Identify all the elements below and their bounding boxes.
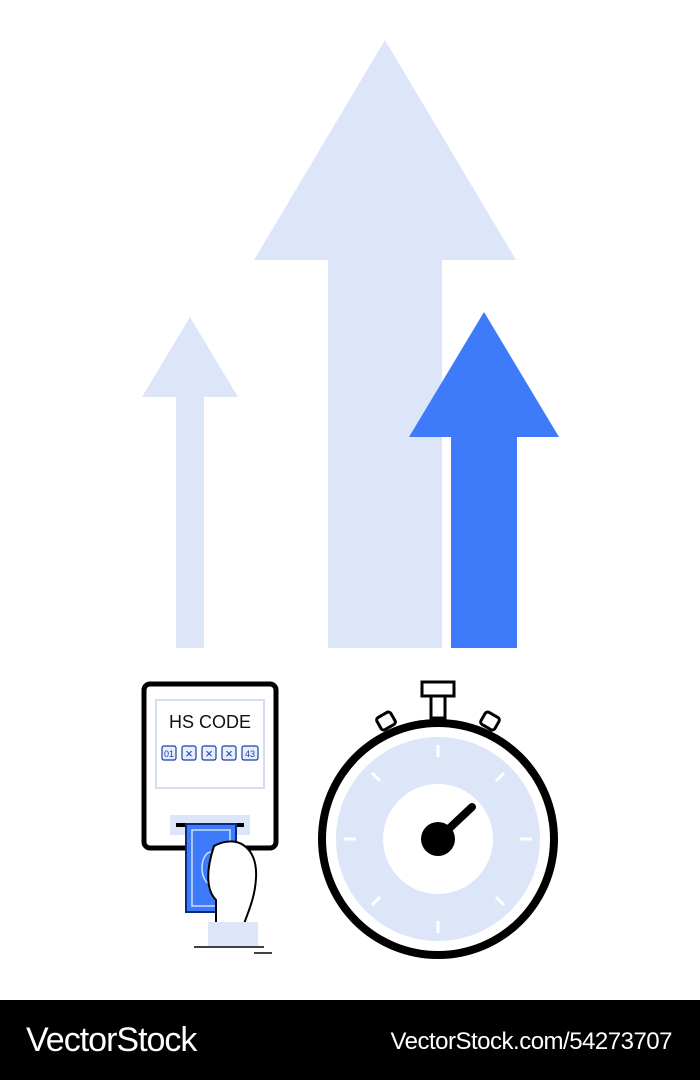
footer-bar: VectorStock VectorStock.com/54273707 [0,1000,700,1080]
code-digit-1: 01 [164,749,174,759]
arrow-up-blue-icon [409,312,559,648]
brand-logo: VectorStock [26,1021,197,1059]
arrow-up-large-icon [254,40,516,648]
code-digit-3: × [205,746,213,761]
code-digit-2: × [185,746,193,761]
hand-with-banknote-icon [185,823,272,954]
stopwatch-icon [318,680,558,959]
illustration: HS CODE 01 × × × 43 [141,40,559,959]
payment-terminal-icon: HS CODE 01 × × × 43 [141,681,279,851]
terminal-title: HS CODE [169,712,251,732]
code-digit-5: 43 [245,749,255,759]
code-digit-4: × [225,746,233,761]
code-digits: 01 × × × 43 [161,745,259,761]
arrow-up-small-icon [142,317,238,648]
stock-id: VectorStock.com/54273707 [390,1028,672,1055]
